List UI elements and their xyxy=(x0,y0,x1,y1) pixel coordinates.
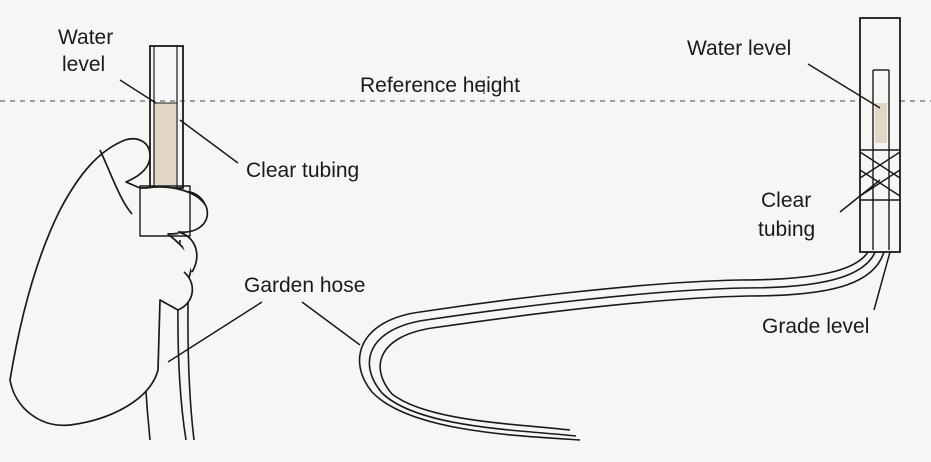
leader-grade-level xyxy=(873,251,891,311)
hand-finger-3 xyxy=(159,271,194,311)
leader-clear-tubing-right xyxy=(839,179,881,213)
leader-garden-hose-1 xyxy=(167,301,263,363)
leader-water-level-left xyxy=(119,79,157,104)
label-grade-level: Grade level xyxy=(762,315,870,338)
hand-finger-2 xyxy=(177,231,198,273)
left-clear-tubing xyxy=(149,45,184,189)
leader-water-level-right xyxy=(807,63,881,109)
right-tube-ties xyxy=(859,149,901,201)
hand-drawing xyxy=(9,137,209,427)
left-tube-water xyxy=(154,103,176,185)
label-water-level-left-line1: Water xyxy=(58,26,114,49)
right-tube-water xyxy=(875,103,887,143)
label-water-level-right: Water level xyxy=(687,37,792,60)
hose-loop-inner xyxy=(379,239,887,431)
hand-finger-1 xyxy=(145,186,209,233)
hand-grip-block xyxy=(139,185,191,237)
label-clear-tubing-right-line2: tubing xyxy=(758,218,816,241)
hose-loop-outer xyxy=(358,239,873,441)
hand-thumb xyxy=(99,149,133,215)
leader-lines xyxy=(119,63,891,363)
label-clear-tubing-right-line1: Clear xyxy=(761,189,812,212)
hose-loop-inner2 xyxy=(368,239,879,437)
right-stake xyxy=(859,17,901,253)
label-clear-tubing-left: Clear tubing xyxy=(246,159,360,182)
leader-clear-tubing-left xyxy=(179,119,239,164)
label-garden-hose: Garden hose xyxy=(244,274,366,297)
label-reference-height: Reference height xyxy=(360,74,520,97)
leader-garden-hose-2 xyxy=(301,301,361,346)
label-water-level-left-line2: level xyxy=(62,53,106,76)
